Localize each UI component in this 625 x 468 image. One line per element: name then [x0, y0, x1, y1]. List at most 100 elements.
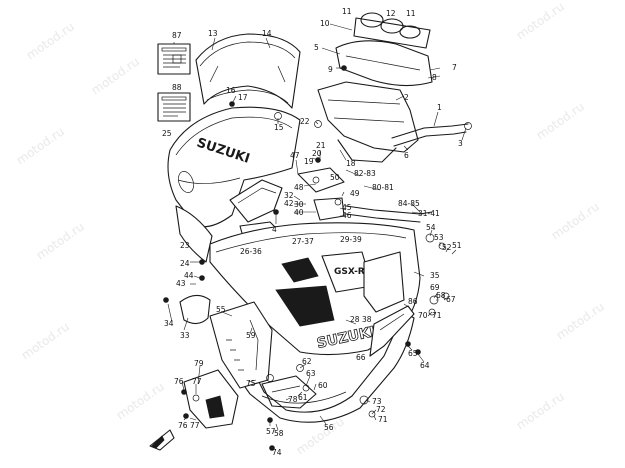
part-label: 6 [404, 151, 409, 160]
watermark-text: motod.ru [24, 19, 77, 62]
front-arrow-icon [149, 429, 175, 451]
part-label: 48 [294, 183, 304, 192]
part-label: 80-81 [372, 183, 394, 192]
part-label: 25 [162, 129, 172, 138]
windscreen [195, 33, 301, 109]
watermark-text: motod.ru [34, 219, 87, 262]
part-label: 71 [432, 311, 442, 320]
part-label: 61 [298, 393, 308, 402]
part-label: 75 [246, 379, 256, 388]
part-label: 82-83 [354, 169, 376, 178]
part-label: 78 [288, 395, 298, 404]
part-label: 46 [342, 211, 352, 220]
part-label: 56 [324, 423, 334, 432]
part-label: 58 [274, 429, 284, 438]
part-label: 26-36 [240, 247, 262, 256]
part-label: 24 [180, 259, 190, 268]
lower-cowl [225, 311, 415, 423]
part-label: 35 [430, 271, 440, 280]
left-inner-cover [209, 301, 273, 389]
side-badge-text: GSX-R [334, 267, 365, 277]
part-label: 11 [406, 9, 416, 18]
watermark-text: motod.ru [514, 389, 567, 432]
part-label: 27-37 [292, 237, 314, 246]
part-label: 86 [408, 297, 418, 306]
part-label: 44 [184, 271, 194, 280]
part-label: 16 [226, 86, 236, 95]
watermark-text: motod.ru [14, 124, 67, 167]
part-label: 29-39 [340, 235, 362, 244]
watermark-text: motod.ru [114, 379, 167, 422]
watermark-text: motod.ru [89, 54, 142, 97]
part-label: 51 [452, 241, 462, 250]
part-label: 32 [284, 191, 294, 200]
part-label: 30 [294, 200, 304, 209]
part-label: 15 [274, 123, 284, 132]
part-label: 63 [306, 369, 316, 378]
part-label: 33 [180, 331, 190, 340]
leader-lines [167, 23, 467, 450]
part-label: 69 [430, 283, 440, 292]
part-label: 40 [294, 208, 304, 217]
part-label: 22 [300, 117, 310, 126]
part-label: 28 [350, 315, 360, 324]
part-label: 4 [272, 225, 277, 234]
label-sticker-87 [157, 43, 191, 75]
part-label: 73 [372, 397, 382, 406]
part-label: 68 [436, 291, 446, 300]
part-label: 7 [452, 63, 457, 72]
side-cowl-panel: GSX-R SUZUKI [209, 222, 421, 356]
part-label: 45 [342, 203, 352, 212]
part-label: 55 [216, 305, 226, 314]
part-label: 72 [376, 405, 386, 414]
watermark-text: motod.ru [549, 199, 602, 242]
watermark-text: motod.ru [19, 319, 72, 362]
part-label: 38 [362, 315, 372, 324]
part-label: 17 [238, 93, 248, 102]
cover-33 [179, 294, 211, 325]
part-label: 70 [418, 311, 428, 320]
bottom-bracket [261, 375, 317, 409]
part-label: 50 [330, 173, 340, 182]
part-label: 21 [316, 141, 326, 150]
part-number-labels: 87 88 13 14 11 12 11 10 5 9 7 8 16 17 2 … [162, 7, 463, 457]
part-label: 34 [164, 319, 174, 328]
part-label: 66 [356, 353, 366, 362]
part-label: 8 [432, 73, 437, 82]
part-label: 19 [304, 157, 314, 166]
part-label: 79 [194, 359, 204, 368]
part-label: 49 [350, 189, 360, 198]
part-label: 3 [458, 139, 463, 148]
part-label: 59 [246, 331, 256, 340]
part-label: 76 [178, 421, 188, 430]
meter-bracket-assembly [317, 12, 469, 163]
part-label: 77 [190, 421, 200, 430]
part-label: 43 [176, 279, 186, 288]
part-label: 74 [272, 448, 282, 457]
part-label: 60 [318, 381, 328, 390]
part-label: 64 [420, 361, 430, 370]
watermark-text: motod.ru [514, 0, 567, 42]
part-label: 23 [180, 241, 190, 250]
part-label: 57 [266, 427, 276, 436]
part-label: 65 [408, 349, 418, 358]
part-label: 71 [378, 415, 388, 424]
label-sticker-88 [157, 92, 191, 122]
part-label: 67 [446, 295, 456, 304]
right-trim [369, 305, 415, 357]
part-label: 76 [174, 377, 184, 386]
part-label: 1 [437, 103, 442, 112]
part-label: 88 [172, 83, 182, 92]
part-label: 5 [314, 43, 319, 52]
part-label: 84-85 [398, 199, 420, 208]
part-label: 54 [426, 223, 436, 232]
part-label: 42 [284, 199, 294, 208]
part-label: 62 [302, 357, 312, 366]
part-label: 18 [346, 159, 356, 168]
part-label: 10 [320, 19, 330, 28]
lower-fin [183, 369, 239, 429]
part-label: 53 [434, 233, 444, 242]
part-label: 87 [172, 31, 182, 40]
